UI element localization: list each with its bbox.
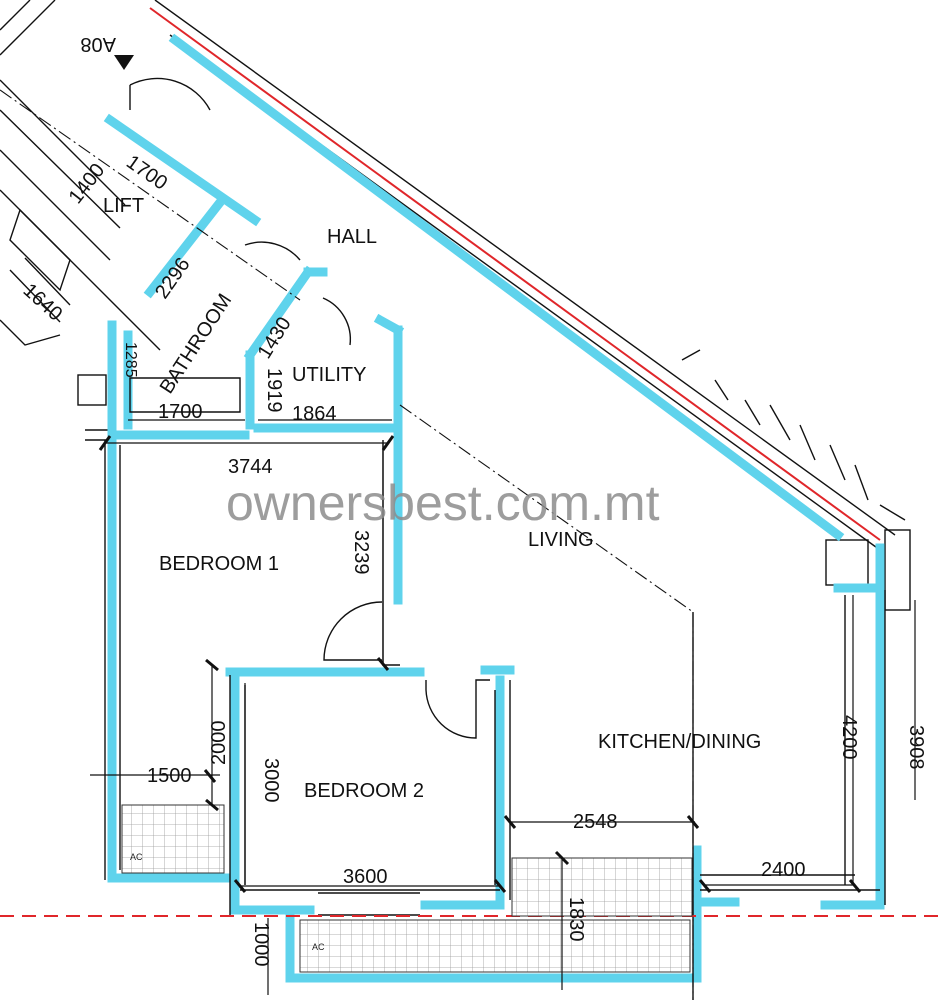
- dim-balcony-1000: 1000: [250, 922, 272, 967]
- dim-bath-1700: 1700: [158, 401, 203, 423]
- svg-text:AC: AC: [130, 852, 143, 862]
- watermark: ownersbest.com.mt: [226, 475, 660, 531]
- dim-balcony-2548: 2548: [573, 811, 618, 833]
- label-bathroom: BATHROOM: [156, 290, 237, 398]
- label-bedroom-1: BEDROOM 1: [159, 553, 279, 575]
- dim-balcony-1830: 1830: [565, 897, 587, 942]
- dim-bedroom2-height: 3000: [260, 758, 282, 803]
- dim-kitchen-2400: 2400: [761, 859, 806, 881]
- label-kitchen-dining: KITCHEN/DINING: [598, 731, 761, 753]
- label-lift: LIFT: [103, 195, 144, 217]
- dim-util-1919: 1919: [263, 368, 285, 413]
- stair-marker: A08: [80, 33, 134, 70]
- label-living: LIVING: [528, 529, 594, 551]
- svg-text:A08: A08: [80, 33, 116, 55]
- dim-bath-1285: 1285: [122, 342, 139, 378]
- dim-corridor-1640: 1640: [19, 279, 67, 325]
- dimension-lines: [90, 419, 916, 995]
- dim-bedroom2-width: 3600: [343, 866, 388, 888]
- dim-bedroom1-depth: 3239: [350, 530, 372, 575]
- balcony-bottom: AC: [299, 857, 693, 973]
- dim-kitchen-3908: 3908: [905, 725, 927, 770]
- dim-bedroom1-width: 3744: [228, 456, 273, 478]
- svg-text:AC: AC: [312, 942, 325, 952]
- dim-bedroom1-2000: 2000: [208, 721, 230, 766]
- dim-kitchen-4200: 4200: [838, 715, 860, 760]
- label-utility: UTILITY: [292, 364, 366, 386]
- label-hall: HALL: [327, 226, 377, 248]
- bath-divider: [0, 89, 301, 301]
- stair-area: [0, 0, 211, 441]
- dim-bedroom1-1500: 1500: [147, 765, 192, 787]
- balcony-left: AC: [121, 804, 225, 874]
- walls-highlight: [103, 33, 885, 983]
- label-bedroom-2: BEDROOM 2: [304, 780, 424, 802]
- dim-util-1864: 1864: [292, 403, 337, 425]
